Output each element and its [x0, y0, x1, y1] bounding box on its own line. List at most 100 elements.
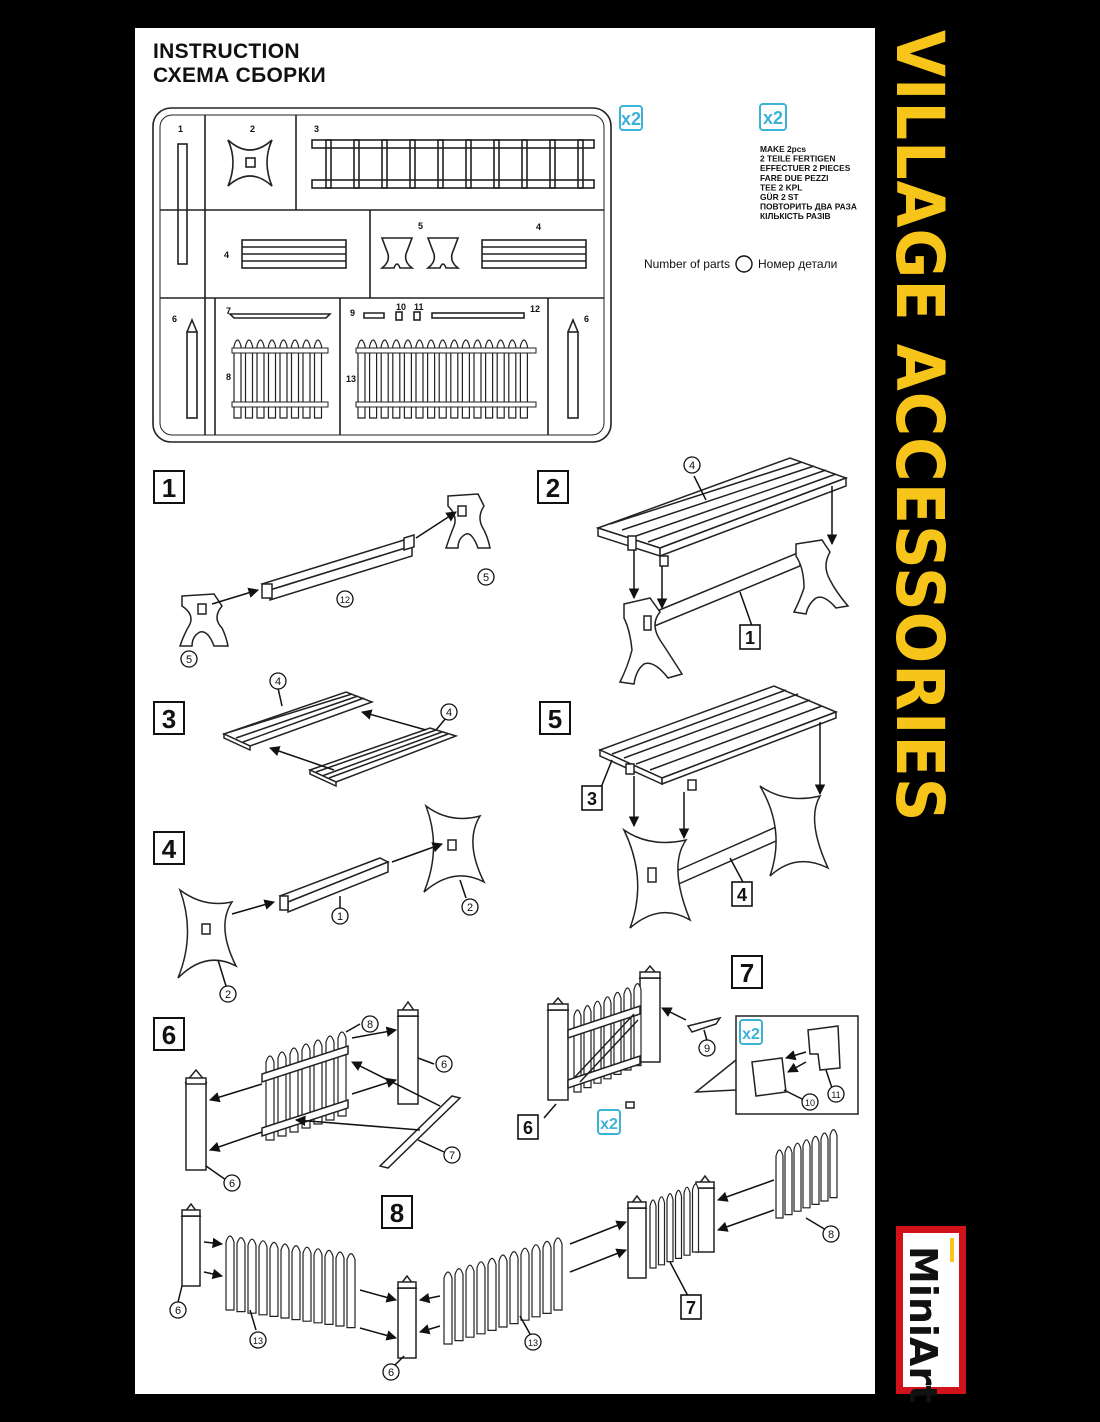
- part-callout-circle: [827, 1085, 845, 1103]
- legend-right: Номер детали: [758, 257, 837, 271]
- make-two-line: КІЛЬКІСТЬ РАЗІВ: [760, 211, 831, 221]
- part-callout-circle: [698, 1039, 716, 1057]
- make-two-line: 2 TEILE FERTIGEN: [760, 154, 835, 164]
- make-two-line: TEE 2 KPL: [760, 182, 802, 192]
- step-3: [221, 687, 459, 788]
- step-number: 7: [740, 958, 754, 988]
- subassembly-callout-box: [517, 1114, 539, 1140]
- sprue-part-label: 7: [226, 306, 231, 316]
- step-number-box: [539, 701, 571, 735]
- part-callout-circle: [382, 1363, 400, 1381]
- part-callout-circle: [269, 672, 287, 690]
- part-callout-circle: [443, 1146, 461, 1164]
- sprue-part-label: 6: [172, 314, 177, 324]
- sprue-x2-badge: x2: [619, 105, 643, 131]
- part-callout-circle: [336, 590, 354, 608]
- sprue-fence-part-8: [231, 339, 329, 419]
- sprue-part-label: 10: [396, 302, 406, 312]
- part-callout-number: 7: [449, 1150, 455, 1162]
- step-6: [184, 1000, 462, 1181]
- side-banner: [882, 28, 972, 1394]
- part-callout-number: 5: [186, 654, 192, 666]
- subassembly-callout-box: [731, 881, 753, 907]
- part-callout-circle: [249, 1331, 267, 1349]
- part-callout-number: 4: [446, 707, 452, 719]
- part-callout-number: 6: [229, 1178, 235, 1190]
- sprue-frame: [152, 107, 612, 443]
- sprue-part-label: 1: [178, 124, 183, 134]
- miniart-logo-text: MiniArt: [901, 1246, 945, 1403]
- part-callout-circle: [683, 456, 701, 474]
- make-two-line: GÜR 2 ST: [760, 192, 800, 202]
- step-number: 8: [390, 1198, 404, 1228]
- part-callout-number: 9: [704, 1043, 710, 1055]
- part-callout-number: 4: [689, 460, 695, 472]
- part-callout-circle: [180, 650, 198, 668]
- part-callout-number: 13: [253, 1336, 263, 1346]
- step-number: 5: [548, 704, 562, 734]
- part-callout-number: 1: [337, 911, 343, 923]
- step-1: [178, 493, 491, 647]
- miniart-logo: MiniArt: [896, 1226, 966, 1403]
- sprue-fence-part-13: [355, 339, 537, 419]
- step-number-box: [153, 701, 185, 735]
- part-callout-circle: [822, 1225, 840, 1243]
- sprue-part-label: 3: [314, 124, 319, 134]
- part-callout-number: 11: [831, 1090, 840, 1100]
- step-number: 3: [162, 704, 176, 734]
- sprue-part-label: 8: [226, 372, 231, 382]
- make-two-badge: x2: [759, 103, 787, 131]
- part-callout-number: 13: [528, 1338, 538, 1348]
- sprue-part-label: 12: [530, 304, 540, 314]
- part-callout-number: 12: [340, 595, 350, 605]
- make-two-line: MAKE 2pcs: [760, 144, 806, 154]
- part-callout-circle: [524, 1333, 542, 1351]
- step-number-box: [731, 955, 763, 989]
- part-callout-number: 6: [441, 1059, 447, 1071]
- part-callout-circle: [361, 1015, 379, 1033]
- part-callout-number: 4: [275, 676, 281, 688]
- step-7-x2-inset: x2: [742, 1026, 760, 1043]
- instruction-title: INSTRUCTION: [153, 40, 300, 63]
- step-5: [598, 685, 839, 929]
- subassembly-callout-number: 7: [686, 1298, 696, 1318]
- step-7-x2-gate: x2: [600, 1116, 618, 1133]
- part-callout-circle: [440, 703, 458, 721]
- part-callout-number: 6: [388, 1367, 394, 1379]
- part-callout-number: 10: [805, 1098, 815, 1108]
- part-callout-circle: [331, 907, 349, 925]
- make-two-line: EFFECTUER 2 PIECES: [760, 163, 851, 173]
- step-number-box: [153, 831, 185, 865]
- subassembly-callout-box: [739, 624, 761, 650]
- step-number: 2: [546, 473, 560, 503]
- part-callout-circle: [477, 568, 495, 586]
- sprue-part-label: 4: [224, 250, 229, 260]
- part-circle-icon: [735, 255, 753, 273]
- part-callout-number: 8: [367, 1019, 373, 1031]
- subassembly-callout-number: 1: [745, 628, 755, 648]
- part-callout-circle: [219, 985, 237, 1003]
- step-number-box: [153, 1017, 185, 1051]
- instruction-title-ru: СХЕМА СБОРКИ: [153, 64, 326, 87]
- part-callout-number: 2: [467, 902, 473, 914]
- step-number-box: [153, 470, 185, 504]
- sprue-part-label: 11: [414, 302, 424, 312]
- part-callout-circle: [169, 1301, 187, 1319]
- sprue-part-label: 2: [250, 124, 255, 134]
- make-two-line: FARE DUE PEZZI: [760, 173, 828, 183]
- make-two-x2-text: x2: [763, 108, 783, 128]
- step-2: [595, 457, 850, 685]
- part-callout-circle: [461, 898, 479, 916]
- step-number-box: [537, 470, 569, 504]
- part-callout-number: 6: [175, 1305, 181, 1317]
- part-callout-circle: [223, 1174, 241, 1192]
- make-two-line: ПОВТОРИТЬ ДВА РАЗА: [760, 202, 857, 212]
- subassembly-callout-number: 4: [737, 885, 747, 905]
- subassembly-callout-number: 6: [523, 1118, 533, 1138]
- part-callout-number: 5: [483, 572, 489, 584]
- part-callout-number: 8: [828, 1229, 834, 1241]
- step-7: [543, 964, 859, 1135]
- sprue-part-label: 6: [584, 314, 589, 324]
